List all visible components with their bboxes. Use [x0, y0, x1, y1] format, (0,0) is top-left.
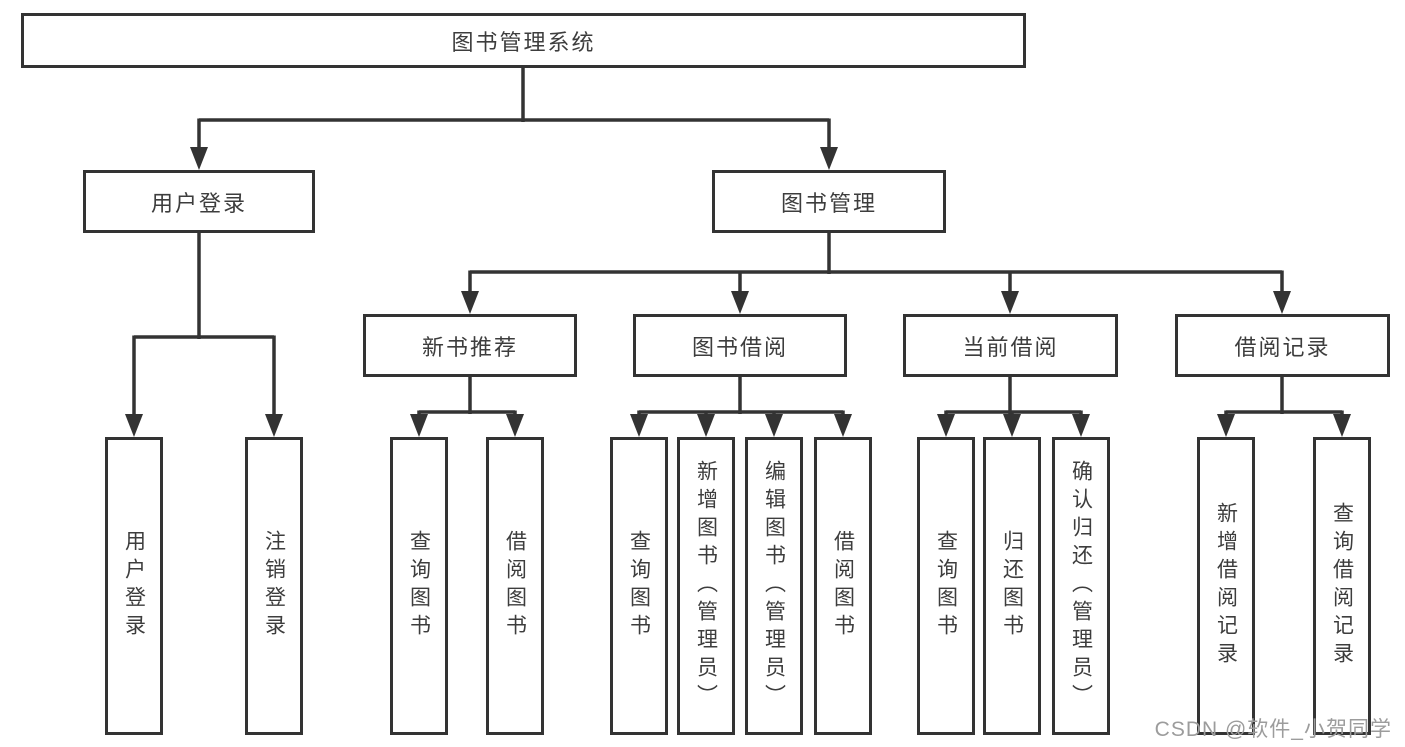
node-book-borrow: 图书借阅	[633, 314, 847, 377]
arrow-down-icon	[461, 291, 479, 314]
node-label: 归还图书	[1000, 530, 1024, 642]
arrow-down-icon	[630, 414, 648, 437]
arrow-down-icon	[125, 414, 143, 437]
arrow-down-icon	[834, 414, 852, 437]
node-root-system: 图书管理系统	[21, 13, 1026, 68]
node-label: 用户登录	[150, 190, 247, 216]
node-label: 查询图书	[934, 530, 958, 642]
arrow-down-icon	[265, 414, 283, 437]
connector-user-to-leaves	[125, 233, 283, 437]
node-label: 确认归还（管理员）	[1069, 460, 1093, 712]
node-new-book-recommend: 新书推荐	[363, 314, 577, 377]
node-label: 用户登录	[122, 530, 146, 642]
node-user-login: 用户登录	[83, 170, 315, 233]
leaf-logout-login: 注销登录	[245, 437, 303, 735]
node-label: 新增借阅记录	[1214, 502, 1238, 670]
node-label: 编辑图书（管理员）	[762, 460, 786, 712]
leaf-confirm-return-admin: 确认归还（管理员）	[1052, 437, 1110, 735]
leaf-edit-books-admin: 编辑图书（管理员）	[745, 437, 803, 735]
node-label: 查询图书	[627, 530, 651, 642]
node-label: 新书推荐	[421, 334, 518, 360]
connector-current-to-leaves	[937, 377, 1090, 437]
arrow-down-icon	[765, 414, 783, 437]
leaf-recommend-query-books: 查询图书	[390, 437, 448, 735]
arrow-down-icon	[506, 414, 524, 437]
node-label: 注销登录	[262, 530, 286, 642]
watermark-text: CSDN @软件_小贺同学	[1154, 718, 1392, 741]
node-book-management: 图书管理	[712, 170, 946, 233]
leaf-add-books-admin: 新增图书（管理员）	[677, 437, 735, 735]
connector-book-to-level3	[461, 233, 1291, 314]
arrow-down-icon	[820, 147, 838, 170]
leaf-add-borrow-record: 新增借阅记录	[1197, 437, 1255, 735]
arrow-down-icon	[1001, 291, 1019, 314]
arrow-down-icon	[1003, 414, 1021, 437]
connector-borrow-to-leaves	[630, 377, 852, 437]
node-label: 借阅记录	[1234, 334, 1331, 360]
connector-root-to-level2	[190, 68, 838, 170]
connector-recommend-to-leaves	[410, 377, 524, 437]
node-label: 查询图书	[407, 530, 431, 642]
arrow-down-icon	[697, 414, 715, 437]
arrow-down-icon	[937, 414, 955, 437]
leaf-query-borrow-record: 查询借阅记录	[1313, 437, 1371, 735]
arrow-down-icon	[1273, 291, 1291, 314]
leaf-user-login: 用户登录	[105, 437, 163, 735]
connector-records-to-leaves	[1217, 377, 1351, 437]
node-label: 查询借阅记录	[1330, 502, 1354, 670]
node-label: 图书借阅	[691, 334, 788, 360]
node-label: 图书管理系统	[451, 29, 596, 55]
leaf-return-books: 归还图书	[983, 437, 1041, 735]
arrow-down-icon	[731, 291, 749, 314]
arrow-down-icon	[190, 147, 208, 170]
leaf-recommend-borrow-books: 借阅图书	[486, 437, 544, 735]
arrow-down-icon	[410, 414, 428, 437]
node-current-borrow: 当前借阅	[903, 314, 1118, 377]
leaf-current-query-books: 查询图书	[917, 437, 975, 735]
leaf-borrow-books: 借阅图书	[814, 437, 872, 735]
node-label: 借阅图书	[503, 530, 527, 642]
node-label: 图书管理	[780, 190, 877, 216]
node-label: 借阅图书	[831, 530, 855, 642]
node-label: 新增图书（管理员）	[694, 460, 718, 712]
node-borrow-records: 借阅记录	[1175, 314, 1390, 377]
leaf-borrow-query-books: 查询图书	[610, 437, 668, 735]
arrow-down-icon	[1217, 414, 1235, 437]
arrow-down-icon	[1333, 414, 1351, 437]
node-label: 当前借阅	[962, 334, 1059, 360]
arrow-down-icon	[1072, 414, 1090, 437]
